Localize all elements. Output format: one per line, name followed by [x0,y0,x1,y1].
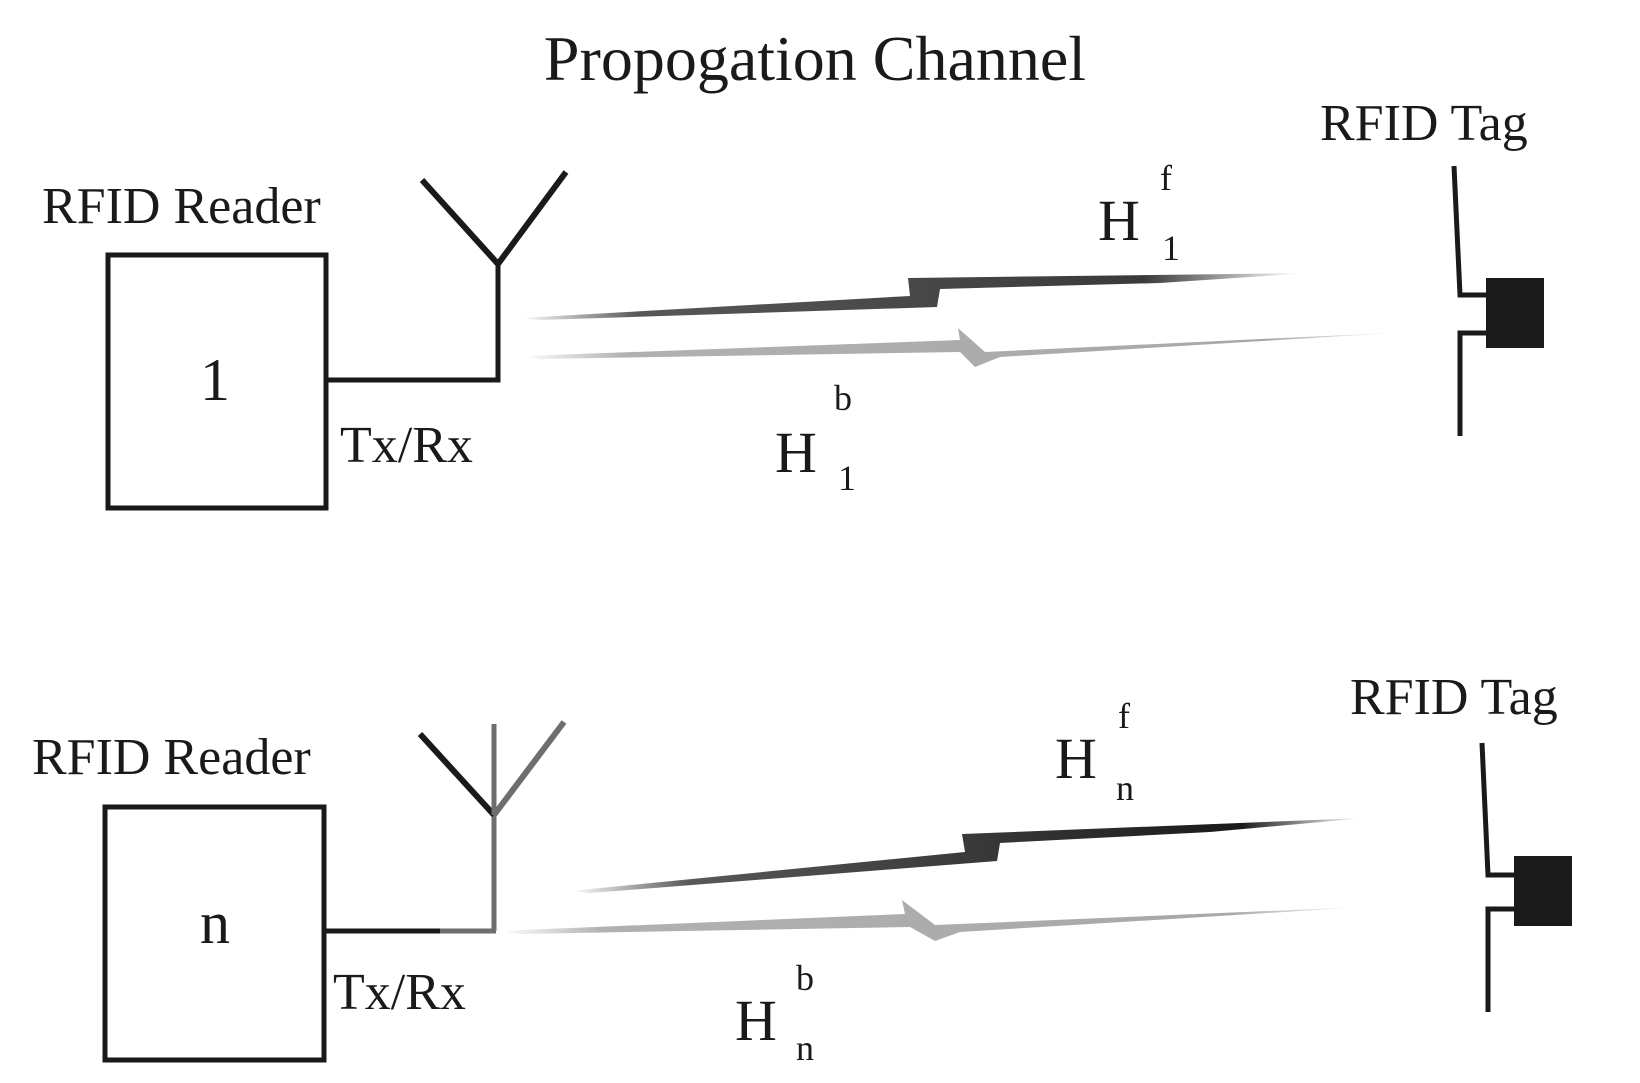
reader-1-id: 1 [200,347,230,413]
reader-n-antenna-arm-diag [491,720,567,817]
reader-1-port-label: Tx/Rx [340,417,473,474]
backward-channel-superscript: b [796,958,814,998]
backward-channel-superscript: b [834,378,852,418]
reader-1-forward-link [520,273,1310,320]
reader-n-forward-link [570,818,1365,893]
backward-channel-symbol: H [775,420,817,485]
reader-1-forward-channel-label: H f 1 [1098,158,1180,268]
forward-channel-subscript: n [1116,768,1134,808]
backward-channel-subscript: n [796,1028,814,1068]
backward-channel-symbol: H [735,988,777,1053]
backward-channel-subscript: 1 [838,458,856,498]
tag-n-antenna-icon [1479,742,1572,1012]
forward-channel-symbol: H [1098,188,1140,253]
reader-n-label: RFID Reader [32,729,311,786]
tag-1-label: RFID Tag [1320,95,1528,152]
reader-n-backward-channel-label: H b n [735,958,814,1068]
reader-1-backward-link [525,328,1410,367]
reader-1-feed-line [326,264,501,383]
tag-n-label: RFID Tag [1350,669,1558,726]
reader-1-group: RFID Reader 1 Tx/Rx H f 1 H b 1 RFID Tag [42,95,1544,511]
reader-n-antenna-icon [417,731,497,818]
reader-n-id: n [200,890,230,956]
tag-1-antenna-icon [1451,165,1544,436]
reader-1-antenna-icon [419,170,569,269]
forward-channel-superscript: f [1118,696,1130,736]
reader-1-label: RFID Reader [42,178,321,235]
reader-n-port-label: Tx/Rx [333,964,466,1021]
forward-channel-symbol: H [1055,726,1097,791]
forward-channel-subscript: 1 [1162,228,1180,268]
reader-n-forward-channel-label: H f n [1055,696,1134,808]
reader-n-backward-link [500,900,1365,941]
forward-channel-superscript: f [1160,158,1172,198]
reader-n-group: RFID Reader n Tx/Rx H f n H b n RFID Tag [32,669,1572,1068]
reader-1-backward-channel-label: H b 1 [775,378,856,498]
diagram-title: Propogation Channel [544,23,1086,94]
